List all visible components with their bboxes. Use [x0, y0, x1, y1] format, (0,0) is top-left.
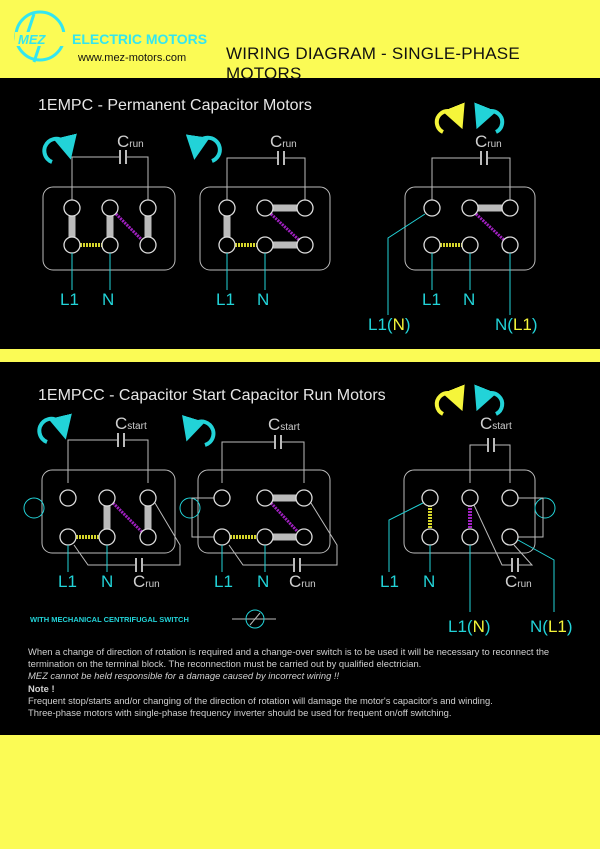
svg-text:N: N	[102, 290, 114, 309]
svg-text:L1: L1	[422, 290, 441, 309]
section1-title: 1EMPC - Permanent Capacitor Motors	[38, 97, 312, 114]
svg-text:N: N	[101, 572, 113, 591]
svg-text:N: N	[257, 572, 269, 591]
clockwise-arrow-icon	[42, 133, 77, 164]
svg-text:L1: L1	[60, 290, 79, 309]
svg-text:Crun: Crun	[475, 132, 502, 151]
footer-banner	[0, 735, 600, 849]
clockwise-arrow-icon	[434, 102, 465, 134]
capacitor-icon	[119, 150, 127, 164]
svg-text:L1: L1	[58, 572, 77, 591]
mez-logo: MEZ	[14, 10, 67, 63]
svg-text:L1: L1	[216, 290, 235, 309]
svg-text:L1: L1	[214, 572, 233, 591]
diagram-1empcc-cw: Cstart L1 N Crun	[23, 413, 181, 591]
switch-legend-label: WITH MECHANICAL CENTRIFUGAL SWITCH	[30, 615, 189, 624]
clockwise-arrow-icon	[37, 413, 72, 444]
svg-text:N: N	[423, 572, 435, 591]
notes-line-1: When a change of direction of rotation i…	[28, 646, 550, 670]
svg-text:Crun: Crun	[289, 572, 316, 591]
svg-text:N: N	[257, 290, 269, 309]
diagram-1empcc-reversible: Cstart L1 N Crun L1(N) N(L1)	[380, 384, 573, 636]
svg-text:N(L1): N(L1)	[495, 315, 538, 334]
clockwise-arrow-icon	[434, 384, 465, 416]
svg-text:Crun: Crun	[505, 572, 532, 591]
svg-text:Cstart: Cstart	[480, 414, 512, 433]
svg-text:L1(N): L1(N)	[368, 315, 411, 334]
diagram-1empc-reversible: Crun L1 N L1(N) N(L1)	[368, 102, 538, 334]
notes-line-2: Frequent stop/starts and/or changing of …	[28, 694, 493, 706]
disclaimer: MEZ cannot be held responsible for a dam…	[28, 670, 340, 682]
centrifugal-switch-icon	[232, 609, 276, 629]
counterclockwise-arrow-icon	[474, 384, 505, 416]
notes-line-3: Three-phase motors with single-phase fre…	[28, 707, 452, 719]
brand-name: ELECTRIC MOTORS	[72, 31, 208, 47]
page-title: WIRING DIAGRAM - SINGLE-PHASE MOTORS	[226, 44, 520, 83]
centrifugal-switch-icon	[23, 497, 45, 519]
header-banner	[0, 0, 600, 78]
svg-text:Crun: Crun	[133, 572, 160, 591]
svg-text:Crun: Crun	[117, 132, 144, 151]
diagram-1empc-cw: Crun L1 N	[42, 132, 176, 309]
section2-title: 1EMPCC - Capacitor Start Capacitor Run M…	[38, 387, 386, 404]
svg-text:N: N	[463, 290, 475, 309]
note-heading: Note !	[28, 682, 55, 694]
divider-band	[0, 349, 600, 362]
svg-text:Crun: Crun	[270, 132, 297, 151]
svg-text:Cstart: Cstart	[268, 415, 300, 434]
svg-text:N(L1): N(L1)	[530, 617, 573, 636]
counterclockwise-arrow-icon	[182, 414, 216, 447]
counterclockwise-arrow-icon	[185, 134, 222, 163]
diagram-1empc-ccw: Crun L1 N	[185, 132, 331, 309]
centrifugal-switch-icon	[179, 497, 201, 519]
logo-text: MEZ	[18, 32, 47, 47]
svg-text:Cstart: Cstart	[115, 414, 147, 433]
counterclockwise-arrow-icon	[474, 102, 505, 134]
notes-block: When a change of direction of rotation i…	[28, 646, 593, 719]
website-url: www.mez-motors.com	[78, 52, 187, 64]
diagram-1empcc-ccw: Cstart L1 N Crun	[179, 414, 338, 591]
centrifugal-switch-icon	[534, 497, 556, 519]
svg-text:L1(N): L1(N)	[448, 617, 491, 636]
svg-text:L1: L1	[380, 572, 399, 591]
